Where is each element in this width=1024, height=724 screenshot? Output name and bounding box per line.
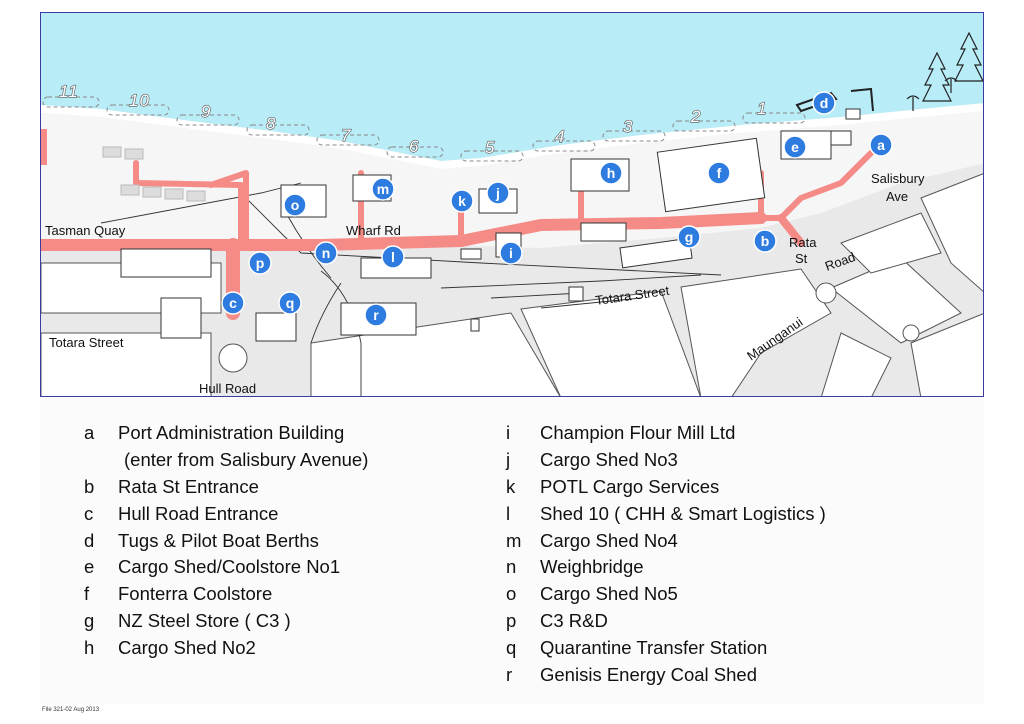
marker-label: g [685,229,694,245]
marker-m: m [371,177,395,201]
marker-n: n [314,241,338,265]
marker-label: i [509,245,513,261]
marker-a: a [869,133,893,157]
trees-icon [906,31,983,111]
marker-label: l [391,249,395,265]
berth-11: 11 [59,82,79,101]
marker-label: j [495,185,500,201]
berth-4: 4 [555,127,565,146]
marker-g: g [677,225,701,249]
marker-p: p [248,251,272,275]
street-totara-left: Totara Street [49,335,124,350]
marker-label: e [791,139,799,155]
street-hull-road: Hull Road [199,381,256,396]
marker-r: r [364,303,388,327]
port-map: 11 10 9 8 7 6 5 4 3 2 1 [40,12,984,397]
file-note: File 321-02 Aug 2013 [42,707,100,713]
marker-e: e [783,135,807,159]
street-st: St [795,251,808,266]
berth-1: 1 [757,99,767,118]
berth-6: 6 [409,137,419,156]
marker-label: r [373,307,379,323]
marker-label: q [286,295,295,311]
marker-label: d [820,95,829,111]
marker-b: b [753,229,777,253]
marker-label: a [877,137,885,153]
marker-j: j [486,181,510,205]
berth-5: 5 [485,138,495,157]
legend-item: (enter from Salisbury Avenue) [124,449,369,471]
marker-h: h [599,161,623,185]
marker-f: f [707,161,731,185]
marker-l: l [381,245,405,269]
street-tasman-quay: Tasman Quay [45,223,126,238]
wharf-edge [41,103,983,169]
marker-i: i [499,241,523,265]
marker-label: b [761,233,770,249]
marker-label: h [607,165,616,181]
street-rata: Rata [789,235,817,250]
marker-label: f [717,165,722,181]
berth-8: 8 [266,114,276,133]
marker-label: k [458,193,466,209]
marker-label: n [322,245,331,261]
marker-o: o [283,193,307,217]
marker-label: m [377,181,389,197]
street-ave: Ave [886,189,908,204]
street-road: Road [823,249,857,274]
marker-c: c [221,291,245,315]
street-salisbury: Salisbury [871,171,925,186]
berth-7: 7 [341,126,351,145]
marker-q: q [278,291,302,315]
harbour-water [41,13,983,161]
berth-3: 3 [623,117,633,136]
street-wharf-rd: Wharf Rd [346,223,401,238]
marker-d: d [812,91,836,115]
berth-10: 10 [129,91,150,110]
marker-label: p [256,255,265,271]
marker-label: o [291,197,300,213]
berth-9: 9 [201,102,211,121]
marker-k: k [450,189,474,213]
marker-label: c [229,295,237,311]
berth-2: 2 [690,107,701,126]
